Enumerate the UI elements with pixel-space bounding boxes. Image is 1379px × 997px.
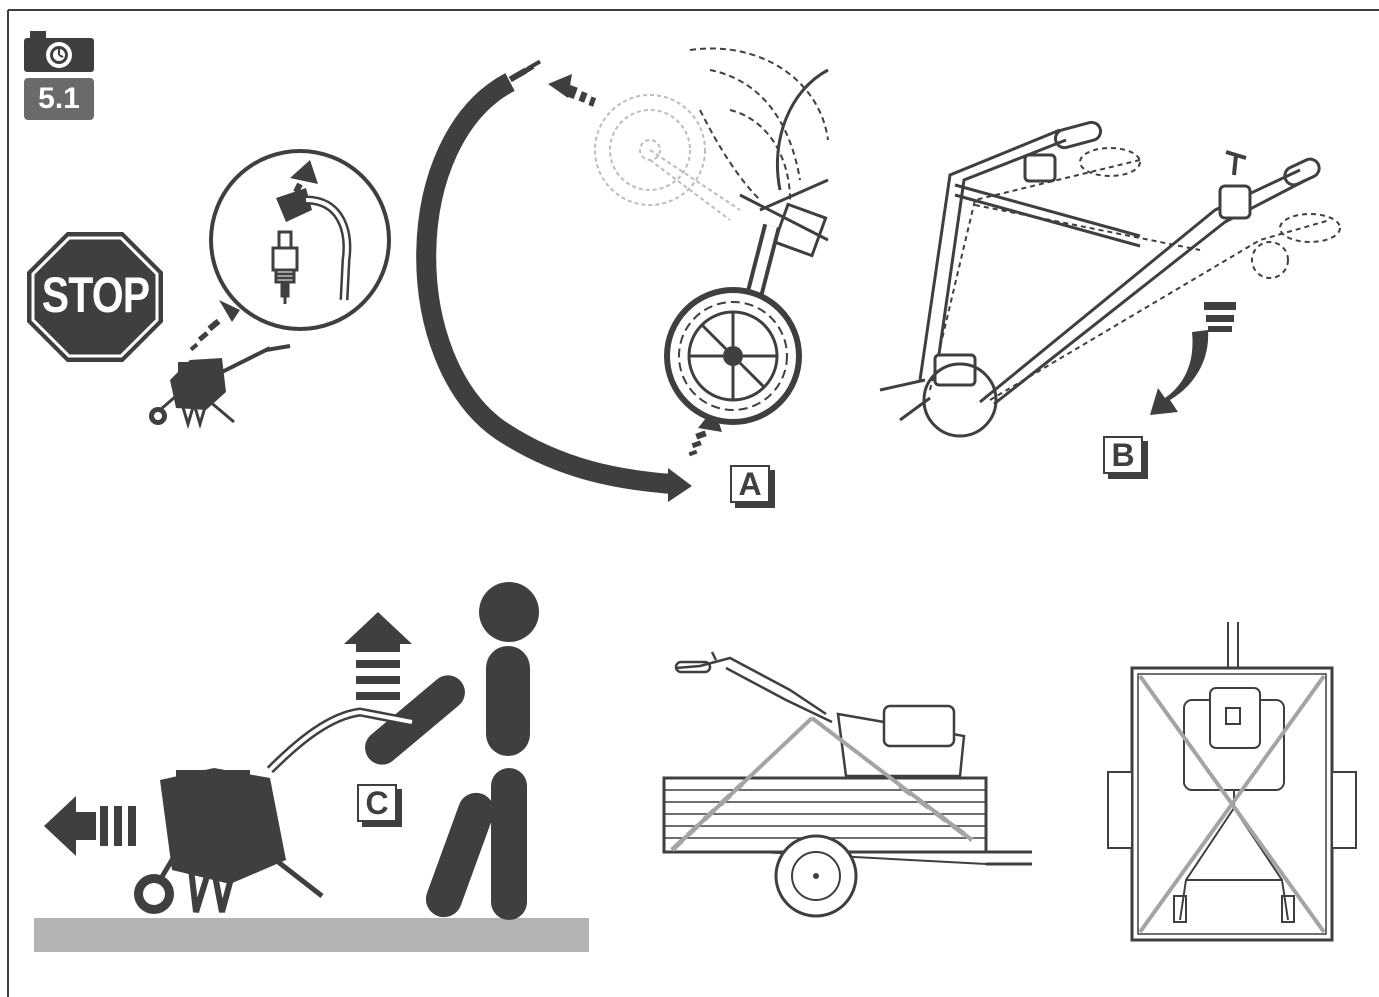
camera-icon	[24, 31, 94, 72]
handlebar-icon	[880, 120, 1322, 436]
tiller-body-outline	[690, 48, 828, 200]
rotate-arrow-a	[426, 60, 692, 502]
lift-arrow-c	[344, 612, 412, 700]
tiller-small-icon	[149, 346, 290, 425]
pointer-arrow-icon	[190, 300, 240, 351]
cultivator-on-trailer	[676, 652, 964, 776]
fold-arrow-b	[1150, 302, 1236, 415]
ground-strip	[34, 918, 589, 952]
step-label-b: B	[1103, 436, 1143, 474]
section-id-badge: 5.1	[24, 78, 94, 120]
trailer-icon	[664, 778, 1032, 916]
spark-plug-callout	[211, 151, 389, 329]
stop-sign-label: STOP	[42, 260, 149, 330]
step-label-c: C	[357, 784, 397, 822]
transport-wheel-ghost	[595, 95, 740, 220]
wheel-icon	[667, 226, 799, 422]
push-arrow-c	[44, 796, 136, 856]
tiller-body-solid	[740, 70, 828, 256]
step-label-a: A	[730, 465, 770, 503]
